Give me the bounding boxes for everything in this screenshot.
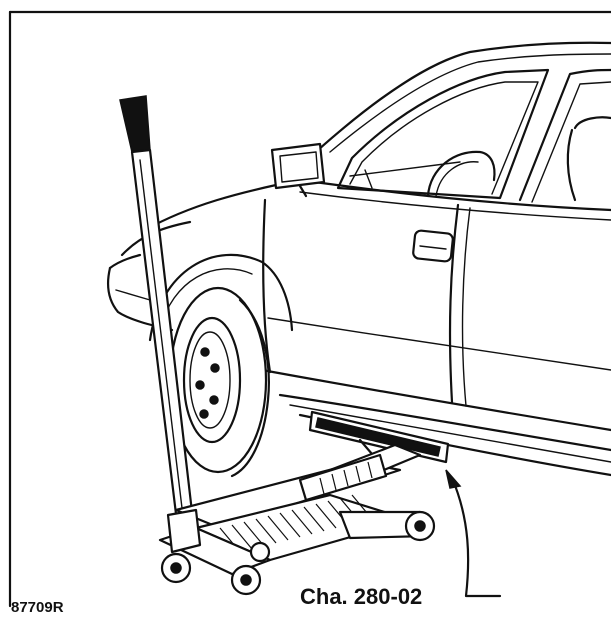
side-mirror [270,142,326,198]
callout-leader [445,469,502,598]
floor-jack [158,443,436,596]
front-wheel [168,286,270,478]
frame-border [8,10,611,608]
car-windows [336,68,611,203]
callout-label: Cha. 280-02 [300,584,422,609]
jack-handle [119,95,194,516]
reference-number: 87709R [11,599,64,616]
